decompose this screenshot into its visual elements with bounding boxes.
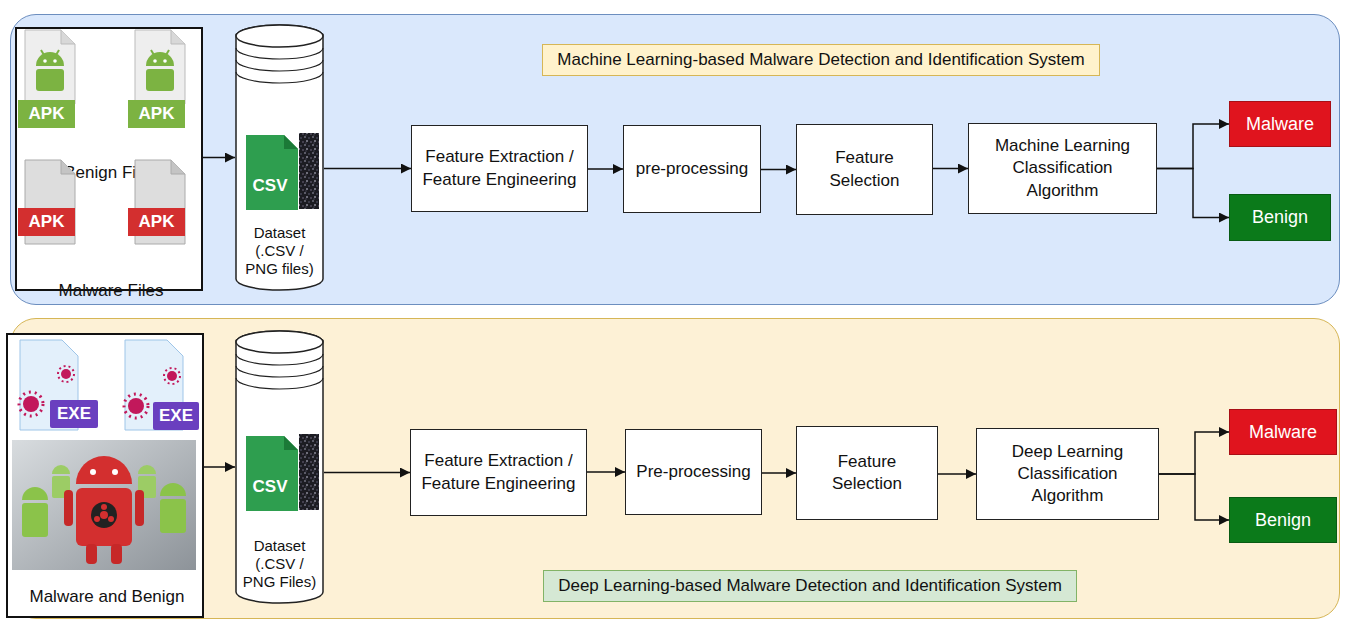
- flow-arrow: [761, 169, 796, 171]
- dataset-cylinder: Dataset (.CSV / PNG files): [235, 25, 324, 290]
- flow-arrow: [588, 168, 623, 170]
- node-label: Benign: [1252, 207, 1308, 228]
- process-box: Feature Selection: [796, 124, 933, 215]
- output-box: Malware: [1229, 409, 1337, 455]
- android-picture: [12, 440, 196, 570]
- malware-apk-icon: [128, 160, 185, 244]
- process-box: Feature Extraction / Feature Engineering: [411, 125, 588, 212]
- flow-arrow: [938, 473, 976, 475]
- node-label: Feature Extraction / Feature Engineering: [417, 450, 580, 494]
- node-label: Dataset (.CSV / PNG Files): [239, 537, 320, 591]
- flow-arrow: [1159, 474, 1229, 520]
- output-box: Malware: [1229, 101, 1331, 147]
- flow-arrow: [324, 168, 411, 170]
- system-panel: Deep Learning-based Malware Detection an…: [10, 318, 1340, 619]
- benign-apk-icon: [18, 30, 75, 128]
- node-label: Feature Selection: [803, 451, 931, 495]
- process-box: Feature Extraction / Feature Engineering: [410, 429, 587, 516]
- exe-icon: [124, 340, 199, 430]
- node-label: Malware Files: [59, 281, 164, 301]
- flow-arrow: [203, 157, 235, 159]
- panel-heading: Deep Learning-based Malware Detection an…: [543, 570, 1077, 602]
- flow-arrow: [762, 472, 796, 474]
- flow-arrow: [587, 471, 625, 473]
- csv-icon: [246, 133, 319, 210]
- input-files-box: Malware and Benign: [6, 333, 204, 618]
- node-label: Feature Selection: [803, 147, 926, 191]
- system-panel: Machine Learning-based Malware Detection…: [10, 14, 1340, 305]
- output-box: Benign: [1229, 194, 1331, 241]
- process-box: pre-processing: [623, 125, 761, 213]
- process-box: Deep Learning Classification Algorithm: [976, 428, 1159, 520]
- flow-arrow: [204, 466, 235, 468]
- exe-icon: [19, 340, 98, 430]
- panel-heading: Machine Learning-based Malware Detection…: [542, 44, 1099, 76]
- flow-arrow: [1159, 432, 1229, 474]
- dataset-cylinder: Dataset (.CSV / PNG Files): [235, 331, 324, 603]
- node-label: Deep Learning Classification Algorithm: [983, 441, 1152, 507]
- output-box: Benign: [1229, 497, 1337, 543]
- csv-icon: [246, 434, 319, 511]
- node-label: Pre-processing: [636, 461, 750, 483]
- node-label: Malware: [1249, 422, 1317, 443]
- malware-apk-icon: [18, 160, 75, 244]
- node-label: Benign Files: [64, 163, 158, 183]
- flow-arrow: [933, 168, 968, 170]
- node-label: Dataset (.CSV / PNG files): [239, 224, 320, 278]
- node-label: Malware and Benign: [30, 587, 185, 607]
- process-box: Feature Selection: [796, 426, 938, 520]
- node-label: Benign: [1255, 510, 1311, 531]
- node-label: pre-processing: [636, 158, 748, 180]
- benign-apk-icon: [128, 30, 185, 128]
- node-label: Machine Learning Classification Algorith…: [975, 135, 1150, 201]
- flow-arrow: [324, 472, 410, 474]
- node-label: Feature Extraction / Feature Engineering: [418, 146, 581, 190]
- process-box: Pre-processing: [625, 429, 762, 515]
- node-label: Malware: [1246, 114, 1314, 135]
- input-files-box: Benign FilesMalware Files: [15, 27, 203, 291]
- flow-arrow: [1157, 169, 1229, 218]
- flow-arrow: [1157, 124, 1229, 169]
- process-box: Machine Learning Classification Algorith…: [968, 123, 1157, 214]
